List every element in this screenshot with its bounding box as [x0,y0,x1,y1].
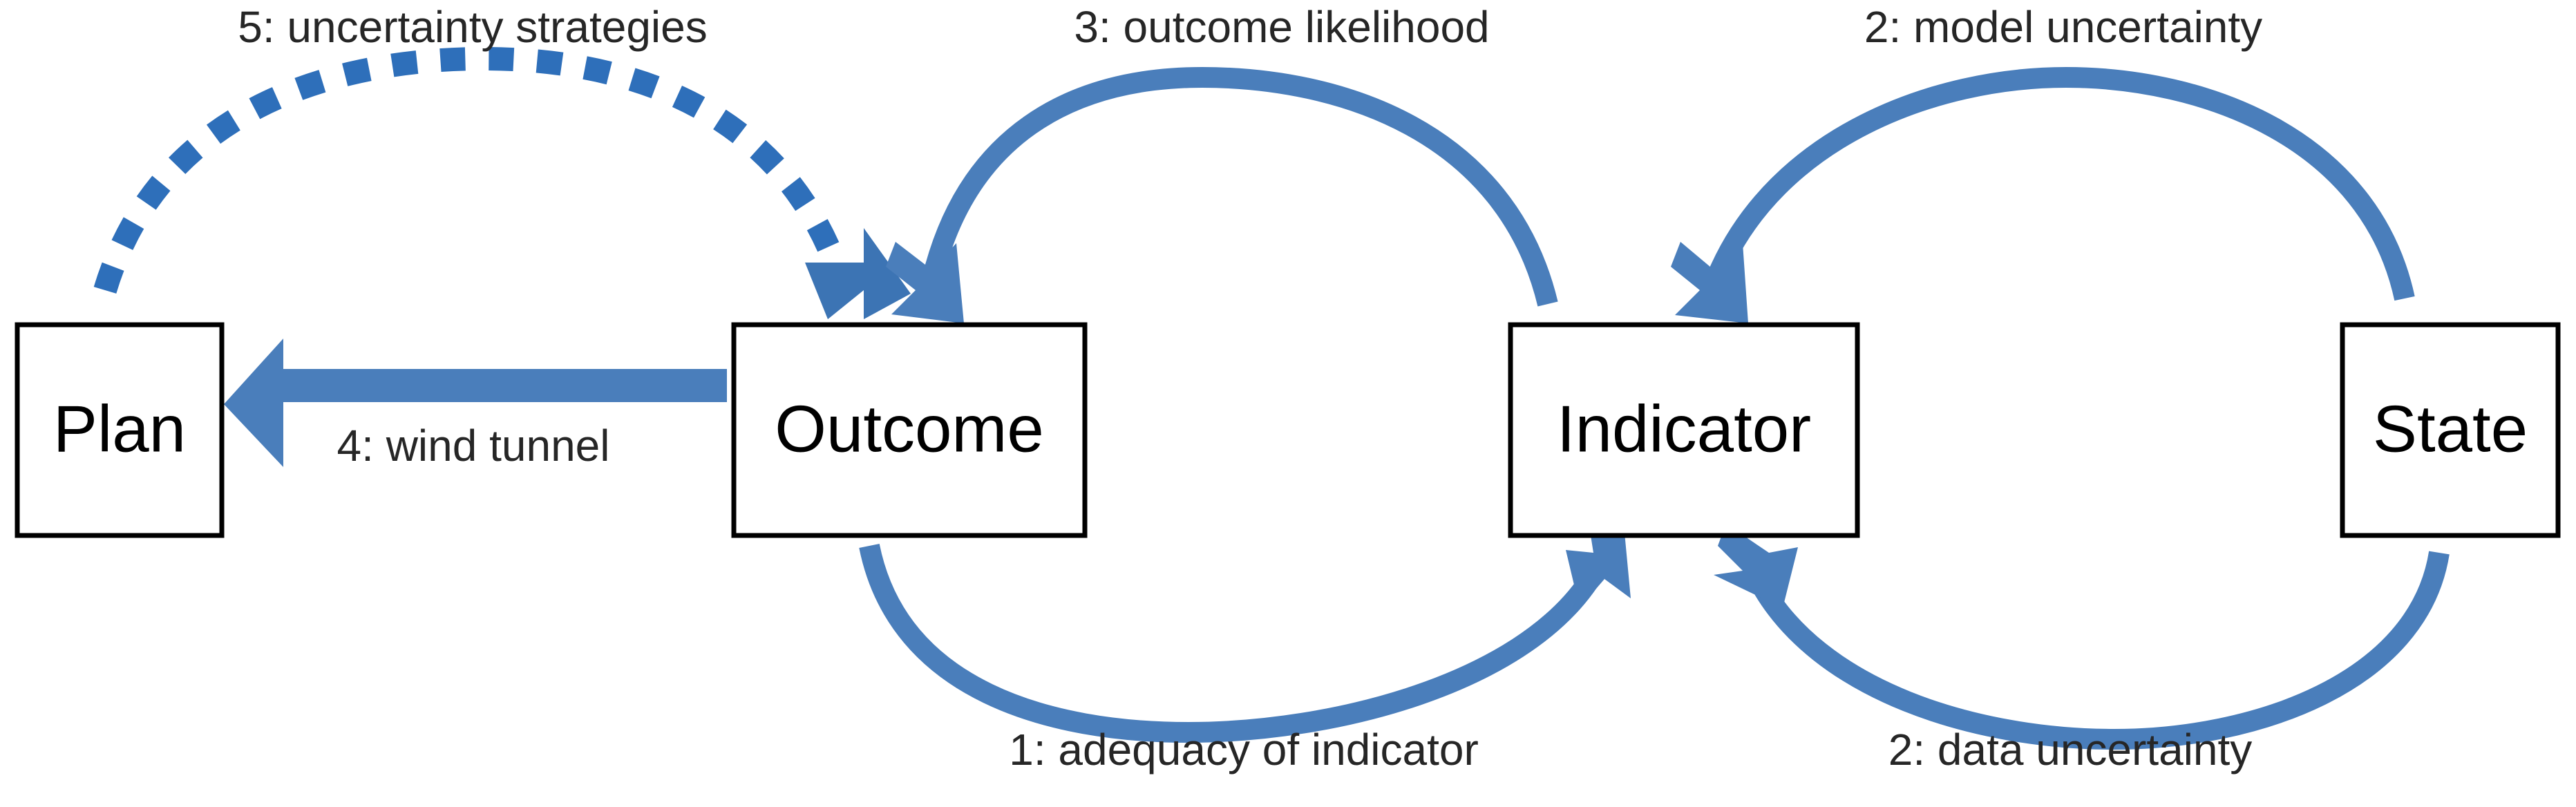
edge-data-uncertainty[interactable] [1714,524,2450,750]
node-outcome-box [731,322,1088,538]
node-outcome[interactable]: Outcome [731,322,1088,538]
node-indicator[interactable]: Indicator [1508,322,1860,538]
edge-1-arc [859,544,1598,743]
node-state-box [2340,322,2561,538]
node-state-label: State [2373,392,2528,466]
node-plan-label: Plan [53,392,186,466]
edge-3-arc [922,66,1558,307]
edge-2-model-arc [1707,66,2415,301]
edge-2-model-arrowhead-icon [1671,242,1748,323]
node-indicator-label: Indicator [1557,392,1811,466]
node-plan[interactable]: Plan [15,322,225,538]
edge-label-adequacy-of-indicator: 1: adequacy of indicator [1009,725,1479,775]
edge-label-outcome-likelihood: 3: outcome likelihood [1074,2,1489,52]
edge-1-arrowhead-icon [1566,525,1631,608]
edge-label-data-uncertainty: 2: data uncertainty [1888,725,2253,775]
edge-5-arrowhead-icon [805,228,911,319]
edge-label-model-uncertainty: 2: model uncertainty [1864,2,2262,52]
node-plan-box [15,322,225,538]
edge-wind-tunnel[interactable] [224,339,727,467]
edge-2-data-arrowhead-icon [1714,524,1798,608]
edge-4-arrow-shaft [224,339,727,467]
edge-2-data-arc [1749,551,2450,750]
edge-label-uncertainty-strategies: 5: uncertainty strategies [238,2,707,52]
edge-adequacy-of-indicator[interactable] [859,525,1631,743]
node-indicator-box [1508,322,1860,538]
node-state[interactable]: State [2340,322,2561,538]
edge-5-dashed-arc [93,46,849,294]
edge-label-wind-tunnel: 4: wind tunnel [337,421,610,471]
edge-3-arrowhead-icon [886,242,964,323]
node-outcome-label: Outcome [775,392,1043,466]
edge-model-uncertainty[interactable] [1671,66,2415,323]
edge-outcome-likelihood[interactable] [886,66,1558,323]
edge-uncertainty-strategies[interactable] [93,46,911,319]
